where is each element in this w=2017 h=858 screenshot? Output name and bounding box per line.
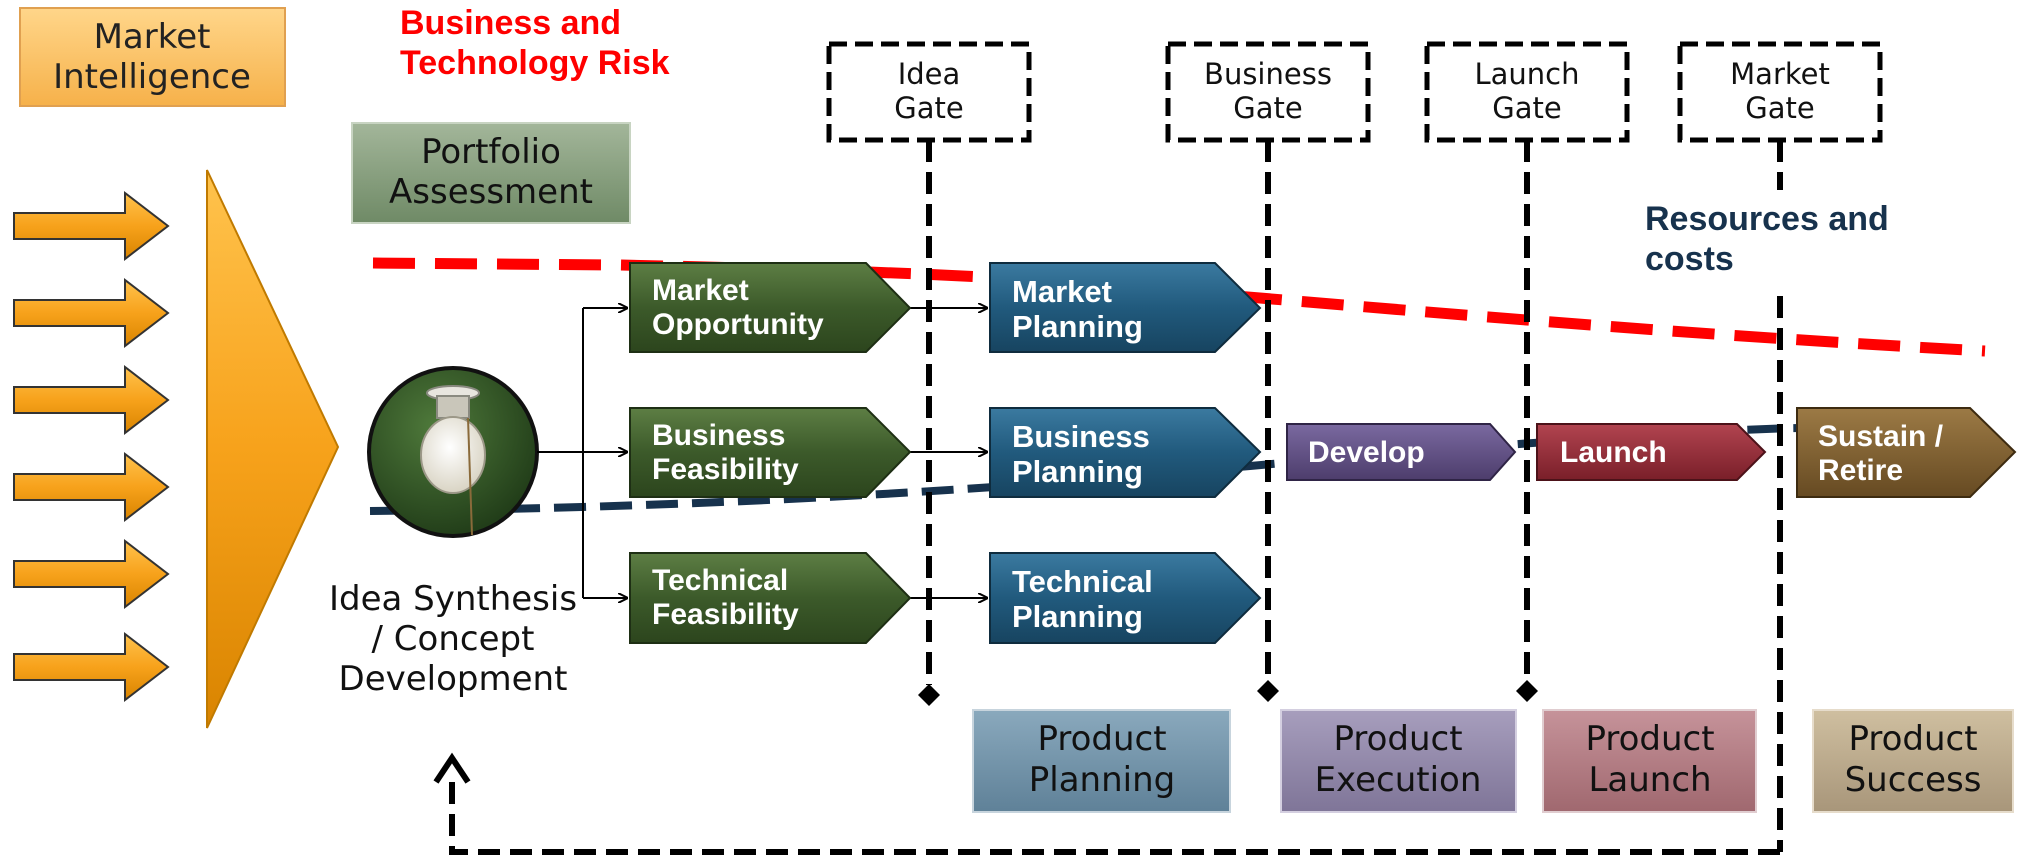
stage-sustain-retire: Sustain / Retire — [1796, 407, 2017, 498]
feedback-arrowhead — [433, 752, 471, 784]
gate-business-line2: Gate — [1233, 91, 1302, 125]
gate-launch-line1: Launch — [1474, 57, 1579, 91]
resources-label-line2: costs — [1645, 240, 1734, 278]
feasibility-business: Business Feasibility — [629, 407, 912, 498]
stage-launch-label: Launch — [1560, 436, 1667, 469]
feasibility-technical: Technical Feasibility — [629, 552, 912, 644]
phase-product-success: Product Success — [1812, 709, 2014, 813]
planning-business: Business Planning — [989, 407, 1262, 498]
gate-market-line2: Gate — [1745, 91, 1814, 125]
resources-label-line1: Resources and — [1645, 200, 1889, 238]
stage-sustain-line2: Retire — [1818, 454, 1903, 487]
planning-technical-line1: Technical — [1012, 564, 1153, 599]
portfolio-assessment-box: Portfolio Assessment — [351, 122, 631, 224]
phase-planning-line2: Planning — [1029, 760, 1175, 800]
risk-label-line1: Business and — [400, 4, 621, 42]
gate-market: Market Gate — [1677, 41, 1883, 143]
planning-technical-line2: Planning — [1012, 599, 1143, 634]
gate-launch-line2: Gate — [1492, 91, 1561, 125]
funnel-triangle — [206, 169, 340, 729]
idea-line3: Development — [339, 659, 568, 699]
gate-business-line1: Business — [1204, 57, 1332, 91]
idea-line2: / Concept — [372, 619, 535, 659]
input-arrow — [13, 631, 170, 703]
gate-business-diamond — [1257, 680, 1279, 702]
phase-planning-line1: Product — [1037, 719, 1166, 759]
phase-launch-line2: Launch — [1588, 760, 1711, 800]
gate-idea-line2: Gate — [894, 91, 963, 125]
gate-idea: Idea Gate — [826, 41, 1032, 143]
input-arrow — [13, 538, 170, 610]
gate-idea-line1: Idea — [898, 57, 961, 91]
gate-market-line1: Market — [1730, 57, 1830, 91]
phase-success-line1: Product — [1848, 719, 1977, 759]
phase-product-launch: Product Launch — [1542, 709, 1757, 813]
feasibility-market-line2: Opportunity — [652, 308, 824, 341]
feedback-loop-line — [449, 772, 1780, 855]
risk-label-line2: Technology Risk — [400, 44, 670, 82]
stage-develop-label: Develop — [1308, 436, 1425, 469]
planning-business-line2: Planning — [1012, 454, 1143, 489]
feasibility-technical-line1: Technical — [652, 564, 788, 597]
feasibility-business-line1: Business — [652, 419, 785, 452]
market-intelligence-box: Market Intelligence — [19, 7, 286, 107]
portfolio-line1: Portfolio — [421, 132, 561, 172]
market-intelligence-line2: Intelligence — [53, 57, 251, 97]
input-arrows — [13, 190, 170, 703]
portfolio-line2: Assessment — [389, 172, 593, 212]
stage-develop: Develop — [1286, 423, 1517, 481]
stage-launch: Launch — [1536, 423, 1767, 481]
gate-idea-diamond — [918, 684, 940, 706]
feasibility-market-opportunity: Market Opportunity — [629, 262, 912, 353]
input-arrow — [13, 190, 170, 262]
market-intelligence-line1: Market — [94, 17, 211, 57]
phase-product-planning: Product Planning — [972, 709, 1231, 813]
planning-market: Market Planning — [989, 262, 1262, 353]
phase-success-line2: Success — [1845, 760, 1982, 800]
planning-technical: Technical Planning — [989, 552, 1262, 644]
gate-launch-diamond — [1516, 680, 1538, 702]
branch-connectors — [537, 308, 987, 598]
planning-business-line1: Business — [1012, 419, 1150, 454]
stage-sustain-line1: Sustain / — [1818, 420, 1944, 453]
planning-market-line1: Market — [1012, 274, 1112, 309]
input-arrow — [13, 364, 170, 436]
input-arrow — [13, 451, 170, 523]
gate-business: Business Gate — [1165, 41, 1371, 143]
phase-execution-line1: Product — [1333, 719, 1462, 759]
input-arrow — [13, 277, 170, 349]
idea-circle — [367, 366, 539, 538]
phase-product-execution: Product Execution — [1280, 709, 1517, 813]
phase-launch-line1: Product — [1585, 719, 1714, 759]
light-bulb-icon — [420, 385, 486, 536]
gate-launch: Launch Gate — [1424, 41, 1630, 143]
idea-line1: Idea Synthesis — [329, 579, 577, 619]
feasibility-technical-line2: Feasibility — [652, 598, 799, 631]
planning-market-line2: Planning — [1012, 309, 1143, 344]
feasibility-business-line2: Feasibility — [652, 453, 799, 486]
feasibility-market-line1: Market — [652, 274, 749, 307]
phase-execution-line2: Execution — [1315, 760, 1482, 800]
gate-lines — [918, 140, 1783, 852]
